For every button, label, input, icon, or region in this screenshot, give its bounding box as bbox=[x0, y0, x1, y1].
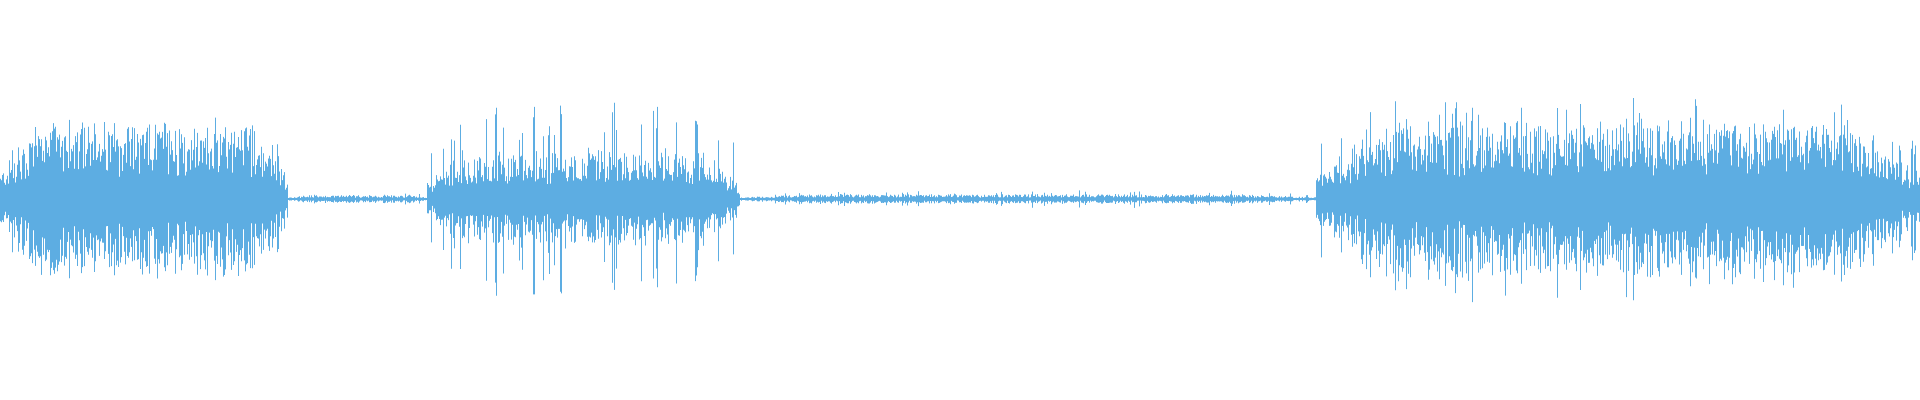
waveform-trace bbox=[0, 98, 1920, 303]
waveform-samples bbox=[0, 98, 1920, 303]
